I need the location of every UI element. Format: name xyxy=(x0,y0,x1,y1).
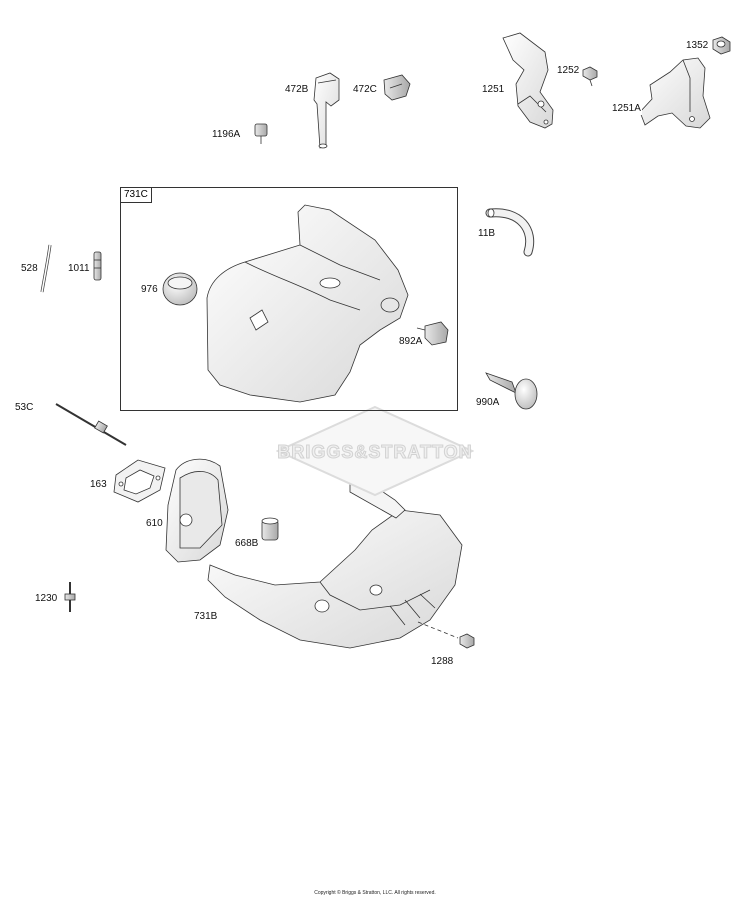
part-label-1251[interactable]: 1251 xyxy=(481,84,506,96)
inset-label: 731C xyxy=(121,188,152,203)
part-label-53c[interactable]: 53C xyxy=(14,402,35,414)
bolt-1252-drawing xyxy=(582,66,598,87)
nut-1288-drawing xyxy=(417,621,475,649)
part-label-990a[interactable]: 990A xyxy=(475,397,501,409)
fitting-892a-drawing xyxy=(416,321,449,346)
part-label-1288[interactable]: 1288 xyxy=(430,656,455,668)
gasket-163-drawing xyxy=(113,459,166,503)
part-label-11b[interactable]: 11B xyxy=(477,228,497,240)
part-label-731b[interactable]: 731B xyxy=(193,611,219,623)
hose-11b-drawing xyxy=(485,208,535,257)
cap-976-drawing xyxy=(162,272,198,306)
knob-990a-drawing xyxy=(485,372,538,410)
part-label-1252[interactable]: 1252 xyxy=(556,65,581,77)
tube-528-drawing xyxy=(40,244,52,293)
part-label-163[interactable]: 163 xyxy=(89,479,108,491)
muffler-610-drawing xyxy=(165,458,229,563)
part-label-892a[interactable]: 892A xyxy=(398,336,424,348)
fastener-1196a-drawing xyxy=(254,123,268,144)
fitting-1011-drawing xyxy=(93,251,102,281)
part-label-668b[interactable]: 668B xyxy=(234,538,260,550)
copyright-notice: Copyright © Briggs & Stratton, LLC. All … xyxy=(314,890,436,896)
part-label-1011[interactable]: 1011 xyxy=(67,263,91,275)
part-label-1230[interactable]: 1230 xyxy=(34,593,59,605)
briggs-stratton-watermark: BRIGGS&STRATTON xyxy=(275,405,475,497)
watermark-text: BRIGGS&STRATTON xyxy=(277,442,473,463)
part-label-472c[interactable]: 472C xyxy=(352,84,378,96)
bracket-1251-drawing xyxy=(502,32,554,129)
stud-1230-drawing xyxy=(64,582,76,612)
shroud-731c-drawing xyxy=(206,204,409,403)
part-label-610[interactable]: 610 xyxy=(145,518,164,530)
part-label-1251a[interactable]: 1251A xyxy=(611,103,642,115)
bracket-1251a-drawing xyxy=(639,57,711,129)
handle-472b-drawing xyxy=(313,72,340,149)
nut-1352-drawing xyxy=(712,36,731,55)
rod-53c-drawing xyxy=(55,403,127,446)
spacer-668b-drawing xyxy=(261,517,279,541)
part-label-1352[interactable]: 1352 xyxy=(685,40,710,52)
part-label-528[interactable]: 528 xyxy=(20,263,39,275)
knob-472c-drawing xyxy=(383,74,411,101)
part-label-976[interactable]: 976 xyxy=(140,284,159,296)
part-label-472b[interactable]: 472B xyxy=(284,84,310,96)
part-label-1196a[interactable]: 1196A xyxy=(211,129,242,141)
inset-frame-731c: 731C xyxy=(120,187,458,411)
